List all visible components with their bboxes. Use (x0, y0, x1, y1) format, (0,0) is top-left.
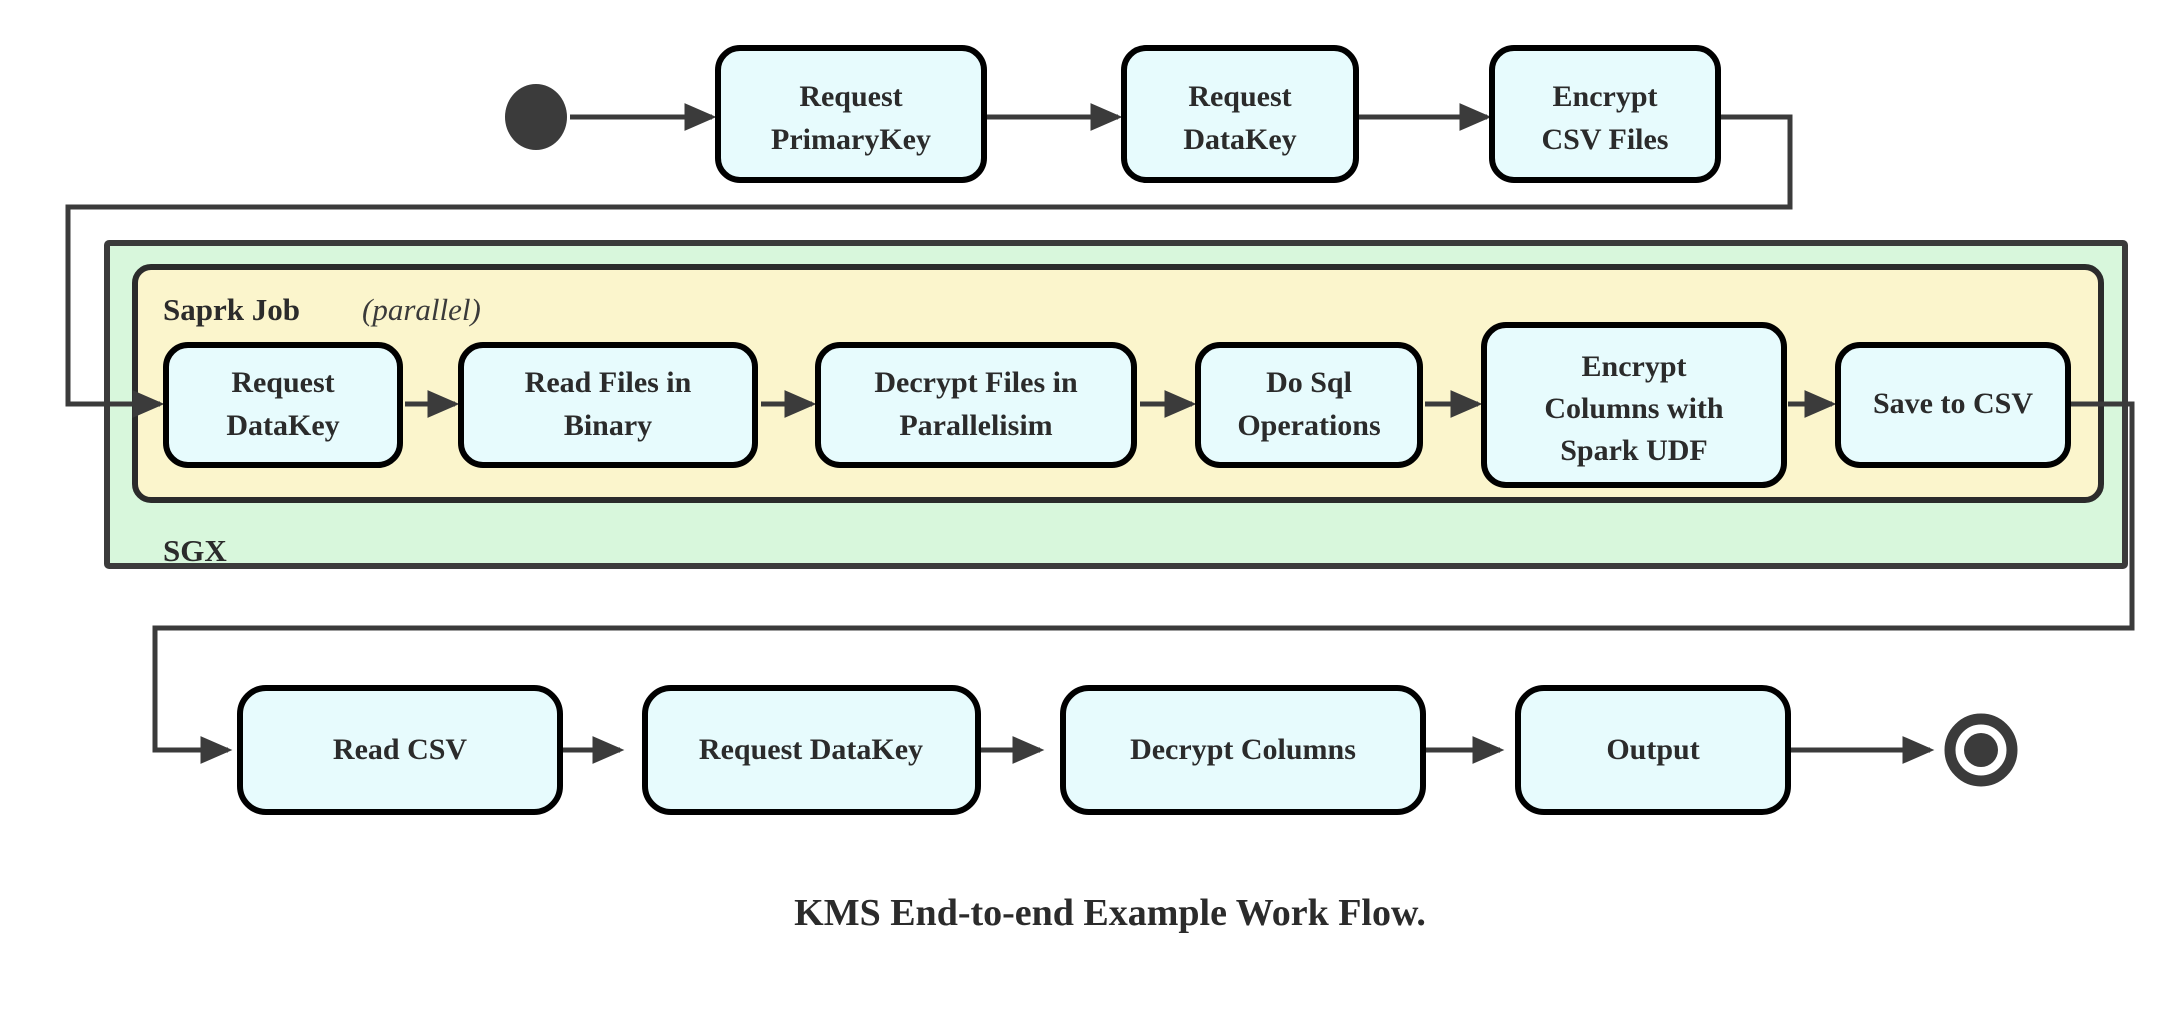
node-output[interactable]: Output (1515, 685, 1791, 815)
node-request-primarykey-line-1: Request (799, 80, 902, 113)
edge-encrypt-csv-files-to-request-datakey-spark (65, 114, 1793, 418)
node-read-csv[interactable]: Read CSV (237, 685, 563, 815)
node-encrypt-csv-files[interactable]: Encrypt CSV Files (1489, 45, 1721, 183)
node-encrypt-csv-files-line-1: Encrypt (1553, 80, 1658, 113)
node-request-datakey-top[interactable]: Request DataKey (1121, 45, 1359, 183)
node-request-datakey-spark[interactable]: Request DataKey (163, 342, 403, 468)
node-read-csv-line-1: Read CSV (333, 733, 468, 766)
sgx-label: SGX (163, 533, 227, 568)
node-save-to-csv-line-1: Save to CSV (1873, 387, 2033, 420)
node-read-files-in-binary[interactable]: Read Files in Binary (458, 342, 758, 468)
node-encrypt-columns-line-1: Encrypt (1582, 350, 1687, 383)
node-request-datakey-spark-line-2: DataKey (226, 409, 339, 442)
node-decrypt-files-line-1: Decrypt Files in (874, 366, 1078, 399)
edge-save-to-csv-to-read-csv (152, 401, 2135, 764)
node-save-to-csv[interactable]: Save to CSV (1835, 342, 2071, 468)
node-request-primarykey[interactable]: Request PrimaryKey (715, 45, 987, 183)
spark-job-qualifier: (parallel) (362, 292, 481, 327)
node-decrypt-columns[interactable]: Decrypt Columns (1060, 685, 1426, 815)
node-request-datakey-top-line-1: Request (1188, 80, 1291, 113)
node-do-sql-operations-line-1: Do Sql (1266, 366, 1352, 399)
node-decrypt-columns-line-1: Decrypt Columns (1130, 733, 1356, 766)
node-request-datakey-bottom-line-1: Request DataKey (699, 733, 923, 766)
node-decrypt-files-in-parallelisim[interactable]: Decrypt Files in Parallelisim (815, 342, 1137, 468)
end-node (1944, 713, 2018, 787)
node-decrypt-files-line-2: Parallelisim (899, 409, 1052, 442)
node-do-sql-operations[interactable]: Do Sql Operations (1195, 342, 1423, 468)
spark-job-label: Saprk Job (163, 292, 300, 327)
node-encrypt-csv-files-line-2: CSV Files (1542, 123, 1669, 156)
node-encrypt-columns-line-3: Spark UDF (1560, 434, 1708, 467)
diagram-caption: KMS End-to-end Example Work Flow. (794, 892, 1426, 934)
node-encrypt-columns-line-2: Columns with (1544, 392, 1724, 425)
start-node (505, 84, 567, 150)
node-read-files-in-binary-line-1: Read Files in (525, 366, 692, 399)
node-do-sql-operations-line-2: Operations (1237, 409, 1380, 442)
node-request-primarykey-line-2: PrimaryKey (771, 123, 931, 156)
node-read-files-in-binary-line-2: Binary (564, 409, 652, 442)
node-output-line-1: Output (1606, 733, 1699, 766)
node-request-datakey-top-line-2: DataKey (1183, 123, 1296, 156)
node-request-datakey-bottom[interactable]: Request DataKey (642, 685, 981, 815)
node-encrypt-columns-with-spark-udf[interactable]: Encrypt Columns with Spark UDF (1481, 322, 1787, 488)
node-request-datakey-spark-line-1: Request (231, 366, 334, 399)
